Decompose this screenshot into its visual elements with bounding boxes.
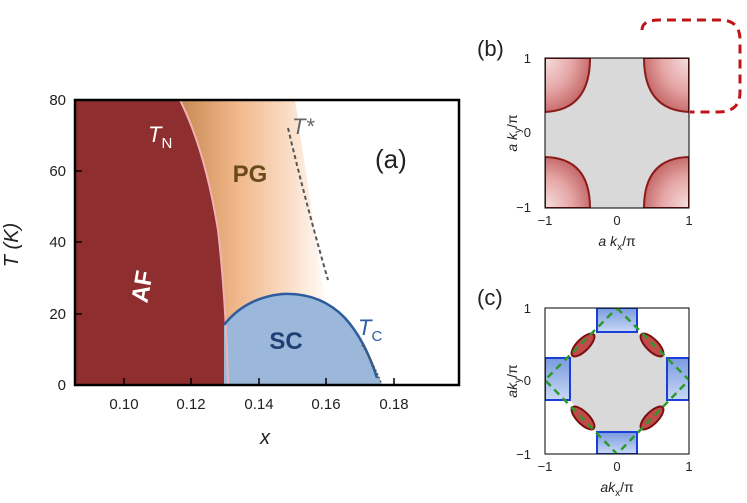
panel-a-label: (a) xyxy=(375,144,407,174)
tc-tail xyxy=(361,344,383,385)
plot-b-frame xyxy=(544,57,690,209)
gap-patch xyxy=(596,308,638,333)
fermi-pocket xyxy=(545,58,592,114)
y-tick-label: 80 xyxy=(49,92,66,109)
x-axis-a: 0.10 0.12 0.14 0.16 0.18 xyxy=(109,378,409,413)
y-tick-label: 0 xyxy=(58,377,66,394)
axes-c: 1 0 −1 −1 0 1 xyxy=(516,301,692,474)
fermi-pocket xyxy=(642,155,689,208)
y-tick-label: 0 xyxy=(524,125,531,140)
panel-b: (b) 1 0 −1 −1 0 1 a kx/π a ky/π xyxy=(477,18,742,253)
y-axis-label-a: T (K) xyxy=(1,223,23,267)
x-tick-label: −1 xyxy=(538,459,553,474)
x-tick-label: 0.10 xyxy=(109,396,138,413)
axes-b: 1 0 −1 −1 0 1 xyxy=(516,51,692,228)
x-tick-label: 1 xyxy=(685,213,692,228)
y-tick-label: 1 xyxy=(524,301,531,316)
x-tick-label: 1 xyxy=(685,459,692,474)
x-axis-label-b: a kx/π xyxy=(598,233,636,253)
y-axis-label-text: T (K) xyxy=(1,223,23,267)
tn-label: TN xyxy=(148,122,172,152)
sc-label: SC xyxy=(269,328,302,355)
fermi-pocket xyxy=(642,58,689,114)
fermi-arc-pocket xyxy=(639,332,665,358)
pg-label: PG xyxy=(233,161,268,188)
extended-zone-outline xyxy=(640,18,742,114)
y-axis-label-b: a ky/π xyxy=(504,114,524,152)
bz-interior-c xyxy=(570,332,667,432)
tc-curve xyxy=(223,292,379,379)
tc-label: TC xyxy=(358,315,382,345)
af-label: AF xyxy=(127,269,159,305)
panel-b-label: (b) xyxy=(477,36,504,61)
y-axis-label-c: aky/π xyxy=(504,364,524,398)
y-tick-label: 60 xyxy=(49,163,66,180)
x-tick-label: 0.12 xyxy=(176,396,205,413)
y-tick-label: −1 xyxy=(516,200,531,215)
x-tick-label: 0 xyxy=(613,459,620,474)
plot-c-frame xyxy=(544,307,690,455)
af-region xyxy=(75,100,228,385)
fermi-pocket xyxy=(545,155,592,208)
y-tick-label: −1 xyxy=(516,447,531,462)
x-tick-label: 0.18 xyxy=(379,396,408,413)
y-axis-a: 0 20 40 60 80 xyxy=(49,92,82,394)
x-tick-label: 0.16 xyxy=(311,396,340,413)
gap-patch xyxy=(666,357,689,401)
x-axis-label-c: akx/π xyxy=(600,479,634,499)
y-tick-label: 40 xyxy=(49,234,66,251)
x-tick-label: 0 xyxy=(613,213,620,228)
panel-a: 0.10 0.12 0.14 0.16 0.18 0 20 40 60 80 x… xyxy=(1,92,461,449)
panel-c-label: (c) xyxy=(477,285,503,310)
x-tick-label: 0.14 xyxy=(244,396,273,413)
tstar-curve xyxy=(287,127,329,281)
y-tick-label: 1 xyxy=(524,51,531,66)
y-tick-label: 20 xyxy=(49,306,66,323)
y-tick-label: 0 xyxy=(524,373,531,388)
fermi-arc-pocket xyxy=(570,332,596,358)
x-tick-label: −1 xyxy=(538,213,553,228)
panel-c: (c) 1 0 −1 −1 0 1 akx/π a xyxy=(477,285,693,499)
tn-curve xyxy=(179,100,229,385)
gap-patch xyxy=(596,431,638,454)
x-axis-label-a: x xyxy=(259,427,271,449)
tstar-label: T* xyxy=(292,114,315,139)
afm-zone-boundary xyxy=(545,308,689,454)
